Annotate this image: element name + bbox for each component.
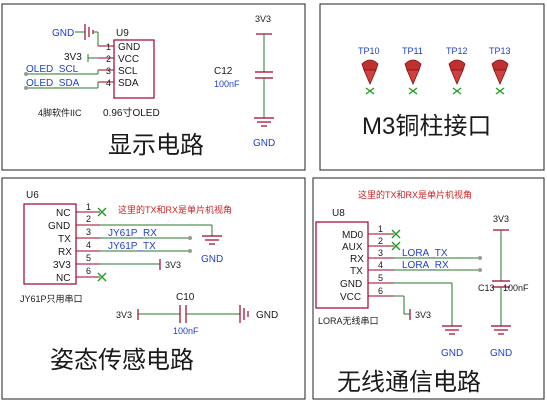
lora-pin6-name: VCC	[340, 292, 361, 303]
imu-cap-value: 100nF	[173, 326, 199, 336]
lora-pin6-num: 6	[378, 286, 383, 296]
lora-tx-net: LORA_RX	[402, 260, 449, 271]
display-cap-value: 100nF	[214, 79, 240, 89]
mount-section-title: M3铜柱接口	[362, 113, 491, 140]
lora-section-frame	[312, 177, 545, 400]
display-vcc-net: 3V3	[64, 52, 82, 63]
mount-section-frame	[319, 3, 545, 171]
imu-section-frame	[1, 177, 306, 400]
mount-circuit: TP10 TP11 TP12 TP13 M3铜柱接口	[358, 46, 511, 140]
display-cap-gnd: GND	[253, 138, 275, 149]
lora-caption: LORA无线串口	[318, 315, 379, 326]
lora-pin2-num: 2	[378, 236, 383, 246]
display-section-title: 显示电路	[108, 132, 204, 159]
imu-circuit: U6 NC GND TX RX 3V3 NC 1 2 3 4 5 6 GND	[20, 190, 278, 374]
imu-pin5-name: 3V3	[53, 260, 71, 271]
imu-pin3-name: TX	[58, 234, 71, 245]
tp10-screw-icon: TP10	[358, 46, 380, 95]
imu-pin6-num: 6	[86, 266, 91, 276]
imu-pin6-name: NC	[56, 273, 70, 284]
imu-pin5-num: 5	[86, 253, 91, 263]
display-scl-net: OLED_SCL	[26, 64, 79, 75]
imu-caption: JY61P只用串口	[20, 294, 83, 304]
imu-section-title: 姿态传感电路	[50, 347, 194, 374]
imu-pin1-num: 1	[86, 202, 91, 212]
tp13-label: TP13	[489, 46, 511, 56]
display-cap-top-net: 3V3	[255, 14, 271, 24]
tp11-label: TP11	[402, 46, 423, 56]
lora-pin2-name: AUX	[342, 242, 363, 253]
tp13-screw-icon: TP13	[489, 46, 511, 95]
display-section-frame	[1, 3, 306, 171]
imu-note: 这里的TX和RX是单片机视角	[118, 204, 232, 215]
display-pin1-num: 1	[106, 42, 111, 52]
lora-ref: U8	[332, 208, 345, 219]
lora-pin5-num: 5	[378, 273, 383, 283]
imu-chip-body	[23, 203, 77, 285]
display-cap-ref: C12	[214, 66, 233, 77]
display-value: 0.96寸OLED	[103, 106, 160, 119]
imu-pin4-num: 4	[86, 240, 91, 250]
lora-pin5-name: GND	[340, 279, 362, 290]
lora-vcc-net: 3V3	[415, 310, 431, 320]
imu-pin4-name: RX	[58, 247, 72, 258]
imu-cap-left-net: 3V3	[116, 310, 132, 320]
display-circuit: GND U9 1 2 3 4 GND VCC SCL SDA 3V3 OLED_…	[24, 14, 275, 159]
tp12-screw-icon: TP12	[446, 46, 468, 95]
display-pin2-name: VCC	[118, 54, 139, 65]
tp12-label: TP12	[446, 46, 468, 56]
lora-cap-top-net: 3V3	[493, 214, 509, 224]
imu-pin2-num: 2	[86, 214, 91, 224]
lora-cap-value: 100nF	[503, 283, 529, 293]
display-pin4-num: 4	[106, 78, 111, 88]
imu-pin3-num: 3	[86, 227, 91, 237]
imu-tx-net: JY61P_RX	[108, 228, 157, 239]
lora-circuit: 这里的TX和RX是单片机视角 U8 MD0 AUX RX TX GND VCC …	[315, 189, 529, 396]
lora-pin3-num: 3	[378, 248, 383, 258]
tp11-screw-icon: TP11	[402, 46, 423, 95]
imu-ref: U6	[26, 190, 39, 201]
imu-pin1-name: NC	[56, 208, 70, 219]
display-ref: U9	[116, 28, 129, 39]
display-package: 4脚软件IIC	[38, 107, 82, 118]
lora-pin1-name: MD0	[342, 230, 364, 241]
lora-cap-ref: C13	[478, 283, 495, 293]
lora-gnd-right: GND	[490, 348, 512, 359]
lora-rx-net: LORA_TX	[402, 248, 448, 259]
lora-note: 这里的TX和RX是单片机视角	[358, 189, 472, 200]
lora-chip-body	[315, 221, 369, 309]
display-pin3-name: SCL	[118, 66, 138, 77]
display-pin4-name: SDA	[118, 78, 139, 89]
imu-cap-right-net: GND	[256, 310, 278, 321]
lora-pin4-name: TX	[350, 266, 363, 277]
imu-cap-ref: C10	[176, 292, 195, 303]
display-pin2-num: 2	[106, 54, 111, 64]
display-gnd-net: GND	[52, 28, 74, 39]
lora-pin3-name: RX	[350, 254, 364, 265]
tp10-label: TP10	[358, 46, 380, 56]
display-pin1-name: GND	[118, 42, 140, 53]
imu-gnd-net: GND	[201, 254, 223, 265]
lora-pin4-num: 4	[378, 260, 383, 270]
imu-vcc-net: 3V3	[165, 260, 181, 270]
lora-gnd-left: GND	[441, 348, 463, 359]
lora-section-title: 无线通信电路	[337, 369, 481, 396]
display-chip-body	[113, 39, 155, 99]
display-sda-net: OLED_SDA	[26, 78, 80, 89]
display-pin3-num: 3	[106, 66, 111, 76]
lora-pin1-num: 1	[378, 224, 383, 234]
imu-pin2-name: GND	[48, 221, 70, 232]
imu-rx-net: JY61P_TX	[108, 241, 156, 252]
